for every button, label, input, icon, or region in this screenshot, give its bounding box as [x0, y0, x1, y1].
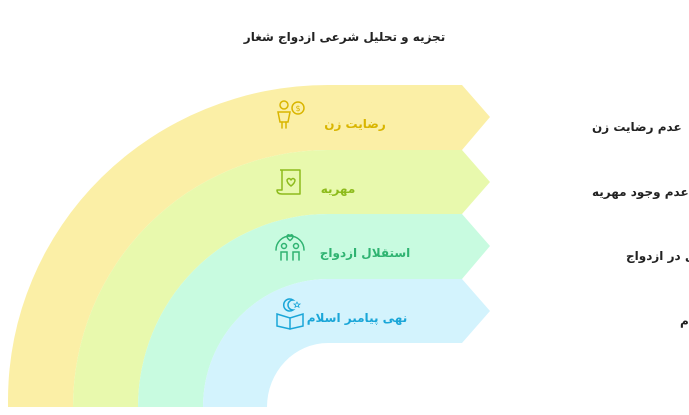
band-4-label: نهی پیامبر اسلام	[307, 311, 407, 326]
quran-crescent-icon	[276, 298, 304, 330]
band-2: مهریه	[73, 150, 490, 407]
band-3: استقلال ازدواج	[138, 214, 490, 407]
band-3-label: استقلال ازدواج	[320, 246, 411, 261]
band-3-shape	[138, 214, 490, 407]
band-1: رضایت زن $	[8, 85, 490, 407]
band-2-shape	[73, 150, 490, 407]
band-4: نهی پیامبر اسلام	[203, 279, 490, 407]
side-label-1: عدم رضایت زن	[592, 120, 682, 135]
side-label-3: عدم استقلال در ازدواج	[626, 249, 689, 264]
band-1-label: رضایت زن	[324, 117, 386, 131]
svg-text:$: $	[295, 104, 300, 113]
band-1-shape	[8, 85, 490, 407]
scroll-heart-icon	[276, 169, 301, 195]
couple-heart-icon	[275, 234, 305, 261]
diagram-title: تجزیه و تحلیل شرعی ازدواج شغار	[243, 30, 446, 44]
side-label-4: منع صریح توسط پیامبر اسلام	[680, 314, 689, 329]
band-2-label: مهریه	[321, 182, 356, 196]
band-4-shape	[203, 279, 490, 407]
side-label-2: عدم وجود مهریه	[592, 185, 689, 200]
woman-money-icon: $	[277, 100, 305, 129]
